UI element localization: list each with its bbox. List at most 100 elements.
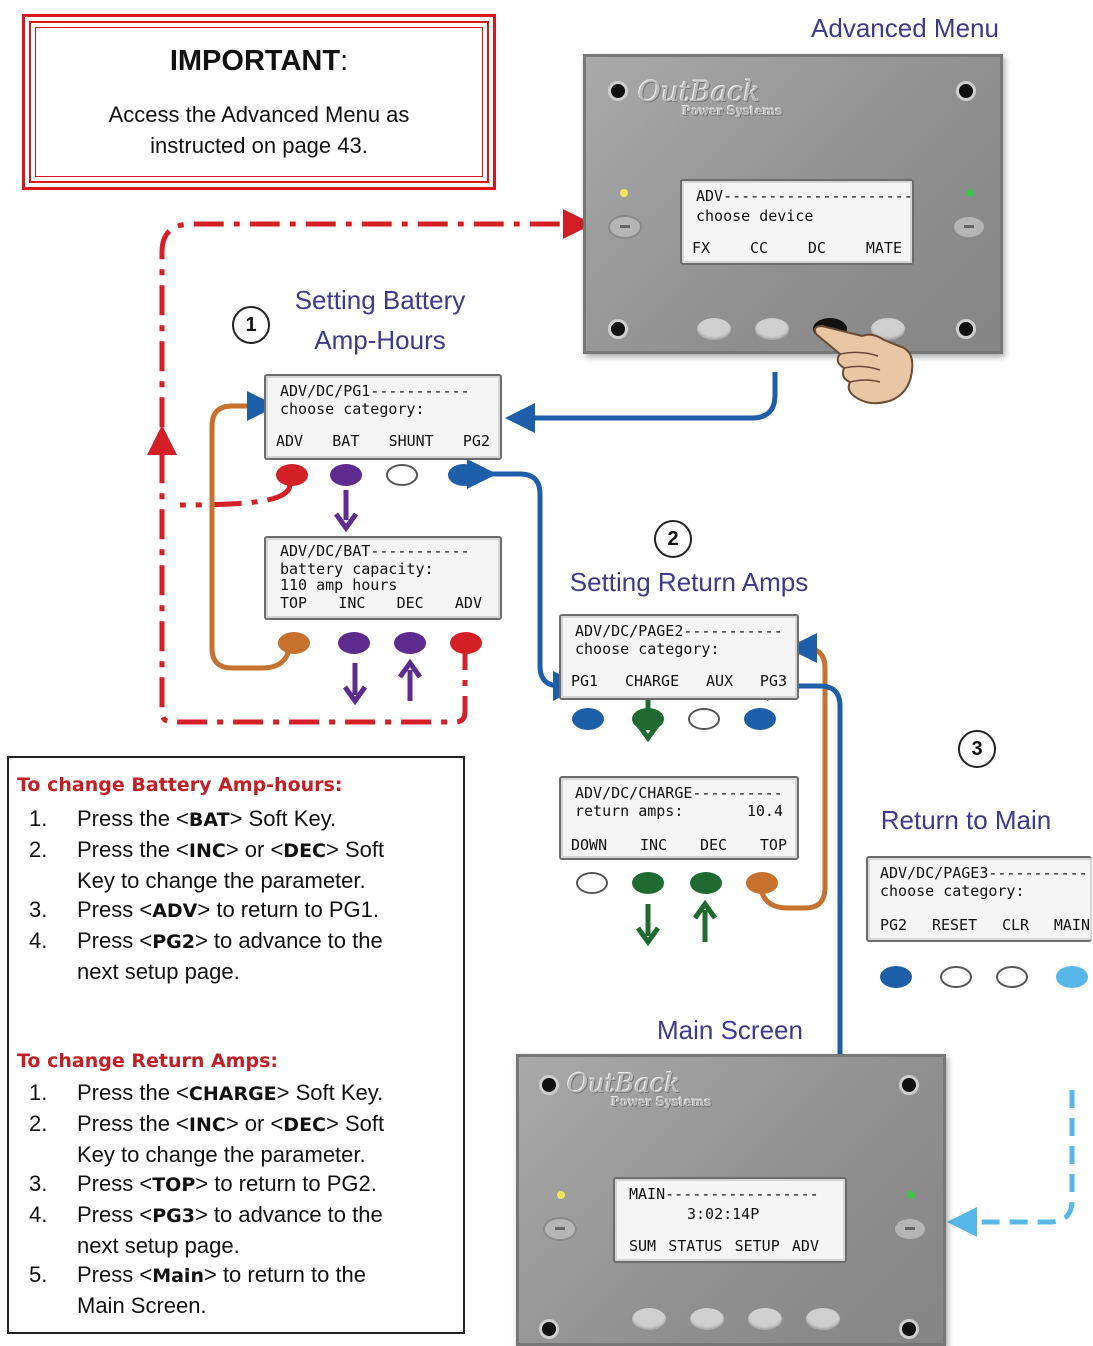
charge-lcd: ADV/DC/CHARGE---------- return amps:10.4… xyxy=(559,776,799,860)
pg3-key[interactable] xyxy=(744,708,776,730)
led-indicator xyxy=(620,189,628,197)
minus-side-button[interactable] xyxy=(608,215,642,239)
step-number: 2 xyxy=(654,520,692,558)
reset-key[interactable] xyxy=(940,966,972,988)
list-item: 3.Press <ADV> to return to PG1. xyxy=(29,897,379,922)
softkey-label: ADV xyxy=(791,1237,819,1255)
softkey-label: SHUNT xyxy=(388,432,434,450)
inc-key[interactable] xyxy=(338,632,370,654)
bat-lcd: ADV/DC/BAT----------- battery capacity: … xyxy=(264,536,502,620)
softkey-label: DC xyxy=(807,239,826,257)
softkey-label: INC xyxy=(639,836,668,854)
softkey-label: CLR xyxy=(1001,916,1030,934)
important-notice: IMPORTANT: Access the Advanced Menu as i… xyxy=(22,14,496,190)
list-item: 3.Press <TOP> to return to PG2. xyxy=(29,1171,377,1196)
softkey-label: PG1 xyxy=(571,672,599,690)
softkey-label: TOP xyxy=(280,594,308,612)
softkey-label: FX xyxy=(692,239,711,257)
softkey-label: BAT xyxy=(332,432,360,450)
screw-icon xyxy=(539,1319,559,1339)
softkey-label: DEC xyxy=(699,836,728,854)
pg2-link-arrow xyxy=(467,459,583,701)
screw-icon xyxy=(539,1075,559,1095)
soft-key-sum[interactable] xyxy=(631,1307,667,1331)
adv-return-arrow xyxy=(179,483,293,508)
soft-key-cc[interactable] xyxy=(754,317,790,341)
softkey-label: DOWN xyxy=(571,836,608,854)
setting-return-amps-heading: Setting Return Amps xyxy=(569,567,809,597)
page2-lcd: ADV/DC/PAGE2----------- choose category:… xyxy=(559,614,799,700)
softkey-label: STATUS xyxy=(668,1237,723,1255)
hand-pointer-icon xyxy=(813,324,914,405)
important-text: Access the Advanced Menu as instructed o… xyxy=(108,102,410,158)
battery-instructions-title: To change Battery Amp-hours: xyxy=(17,774,343,796)
soft-key-adv[interactable] xyxy=(805,1307,841,1331)
dc-to-pg1-arrow xyxy=(505,372,778,433)
screw-icon xyxy=(956,81,976,101)
soft-key-fx[interactable] xyxy=(696,317,732,341)
softkey-label: CC xyxy=(749,239,769,257)
charge-key[interactable] xyxy=(632,708,664,730)
dec-key[interactable] xyxy=(690,872,722,894)
plus-side-button[interactable] xyxy=(952,215,986,239)
led-indicator xyxy=(966,189,974,197)
top-to-pg1-arrow xyxy=(209,391,293,671)
softkey-label: INC xyxy=(338,594,366,612)
top-key[interactable] xyxy=(278,632,310,654)
led-indicator xyxy=(907,1191,915,1199)
main-to-mainscreen-arrow xyxy=(947,1090,1075,1237)
main-screen-heading: Main Screen xyxy=(657,1015,803,1045)
top-key[interactable] xyxy=(746,872,778,894)
important-title: IMPORTANT: xyxy=(169,45,349,77)
adv-key[interactable] xyxy=(276,464,308,486)
bat-key[interactable] xyxy=(330,464,362,486)
led-indicator xyxy=(557,1191,565,1199)
screw-icon xyxy=(899,1075,919,1095)
pg1-key[interactable] xyxy=(572,708,604,730)
down-key[interactable] xyxy=(576,872,608,894)
list-item: 1.Press the <CHARGE> Soft Key. xyxy=(29,1080,384,1105)
clr-key[interactable] xyxy=(996,966,1028,988)
shunt-key[interactable] xyxy=(386,464,418,486)
softkey-label: PG2 xyxy=(462,432,490,450)
adv-loop-line xyxy=(159,209,593,725)
aux-key[interactable] xyxy=(688,708,720,730)
inc-key[interactable] xyxy=(632,872,664,894)
main-key[interactable] xyxy=(1056,966,1088,988)
softkey-label: RESET xyxy=(931,916,978,934)
screw-icon xyxy=(956,319,976,339)
minus-side-button[interactable] xyxy=(543,1217,577,1241)
return-to-main-heading: Return to Main xyxy=(880,805,1052,835)
softkey-label: SETUP xyxy=(734,1237,780,1255)
softkey-label: TOP xyxy=(759,836,787,854)
softkey-label: DEC xyxy=(396,594,424,612)
softkey-label: PG3 xyxy=(759,672,787,690)
pg2-key[interactable] xyxy=(880,966,912,988)
dec-key[interactable] xyxy=(394,632,426,654)
step-number: 1 xyxy=(232,306,270,344)
screw-icon xyxy=(608,81,628,101)
screw-icon xyxy=(899,1319,919,1339)
soft-key-setup[interactable] xyxy=(747,1307,783,1331)
softkey-label: SUM xyxy=(629,1237,657,1255)
pg2-key[interactable] xyxy=(448,464,480,486)
pg1-lcd: ADV/DC/PG1----------- choose category: A… xyxy=(264,374,502,460)
advanced-menu-heading: Advanced Menu xyxy=(811,13,999,43)
setting-battery-heading: Setting Battery Amp-Hours xyxy=(294,285,466,355)
return-amps-instructions-title: To change Return Amps: xyxy=(17,1050,278,1072)
screw-icon xyxy=(608,319,628,339)
soft-key-status[interactable] xyxy=(689,1307,725,1331)
softkey-label: MATE xyxy=(865,239,902,257)
plus-side-button[interactable] xyxy=(893,1217,927,1241)
adv-key[interactable] xyxy=(450,632,482,654)
